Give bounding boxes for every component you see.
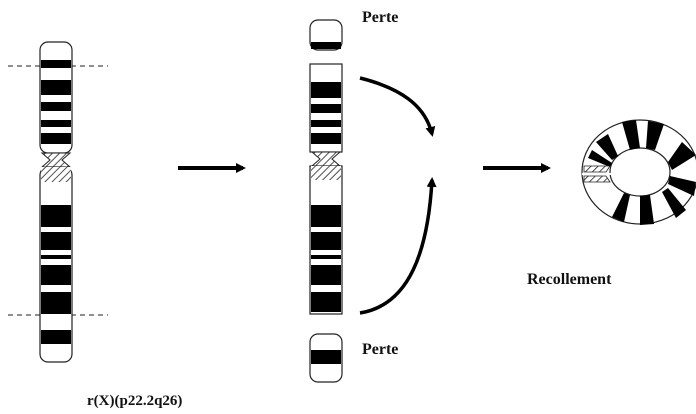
loss-label-top: Perte <box>362 9 399 26</box>
joining-arrow-top <box>359 76 436 137</box>
karyotype-formula: r(X)(p22.2q26) <box>87 393 183 409</box>
broken-chromosome <box>309 19 343 383</box>
lost-fragment-top <box>309 19 343 51</box>
rejoining-label: Recollement <box>527 271 612 288</box>
ring-chromosome <box>581 119 696 225</box>
loss-label-bottom: Perte <box>362 341 399 358</box>
normal-chromosome <box>8 41 108 363</box>
lost-fragment-bottom <box>309 333 343 383</box>
joining-arrow-bottom <box>359 177 437 315</box>
